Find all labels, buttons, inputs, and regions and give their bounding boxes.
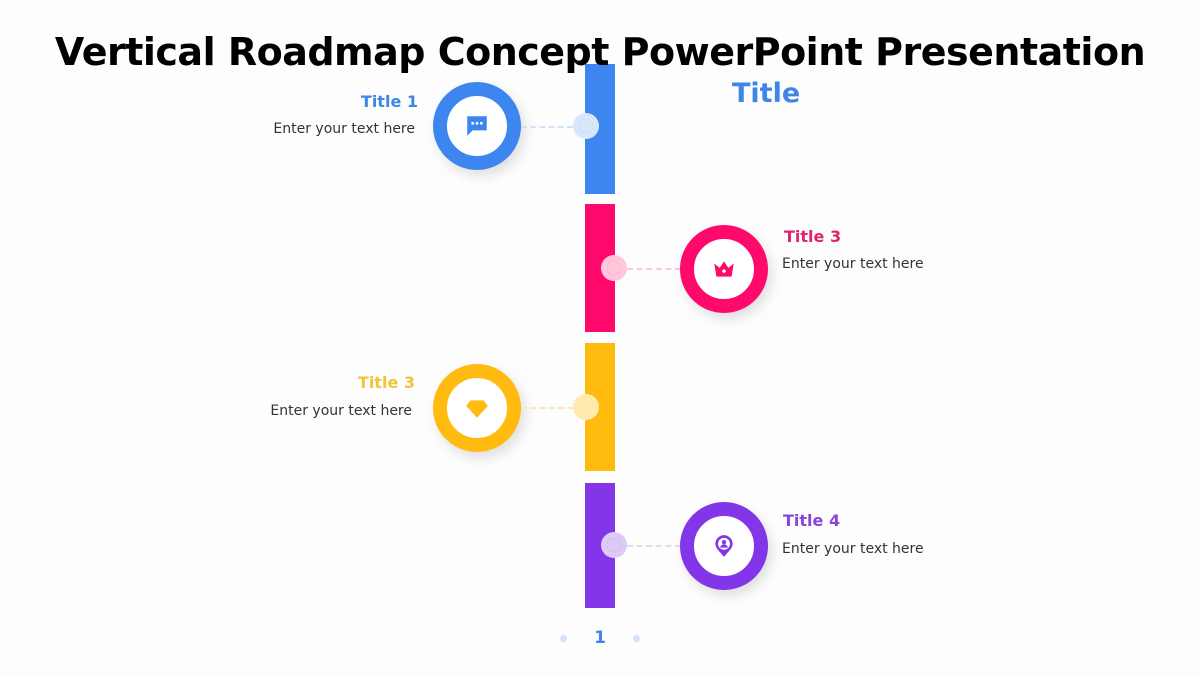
milestone-text: Enter your text here xyxy=(270,403,412,419)
crown-icon xyxy=(714,261,734,277)
timeline-node xyxy=(573,394,599,420)
location-user-icon xyxy=(715,535,733,557)
next-page-dot[interactable] xyxy=(633,634,640,642)
milestone-title: Title 3 xyxy=(784,227,842,246)
milestone-title: Title 4 xyxy=(783,511,841,530)
page-title: Vertical Roadmap Concept PowerPoint Pres… xyxy=(54,30,1146,74)
milestone-icon-ring xyxy=(680,502,768,590)
connector-line xyxy=(627,268,681,270)
timeline-node xyxy=(601,255,627,281)
diamond-icon xyxy=(466,400,488,418)
milestone-title: Title 3 xyxy=(357,373,415,392)
connector-line xyxy=(521,126,573,128)
milestone-icon-ring xyxy=(680,225,768,313)
milestone-text: Enter your text here xyxy=(782,541,924,557)
timeline-node xyxy=(573,113,599,139)
timeline-node xyxy=(601,532,627,558)
milestone-title: Title 1 xyxy=(360,92,418,111)
milestone-text: Enter your text here xyxy=(273,121,415,137)
connector-line xyxy=(627,545,681,547)
milestone-icon-ring xyxy=(433,82,521,170)
prev-page-dot[interactable] xyxy=(560,634,567,642)
slide-pager: 1 xyxy=(560,626,640,650)
chat-bubble-icon xyxy=(467,116,487,136)
page-number: 1 xyxy=(594,628,606,648)
milestone-text: Enter your text here xyxy=(782,256,924,272)
milestone-icon-ring xyxy=(433,364,521,452)
section-title: Title xyxy=(732,78,801,109)
connector-line xyxy=(521,407,573,409)
